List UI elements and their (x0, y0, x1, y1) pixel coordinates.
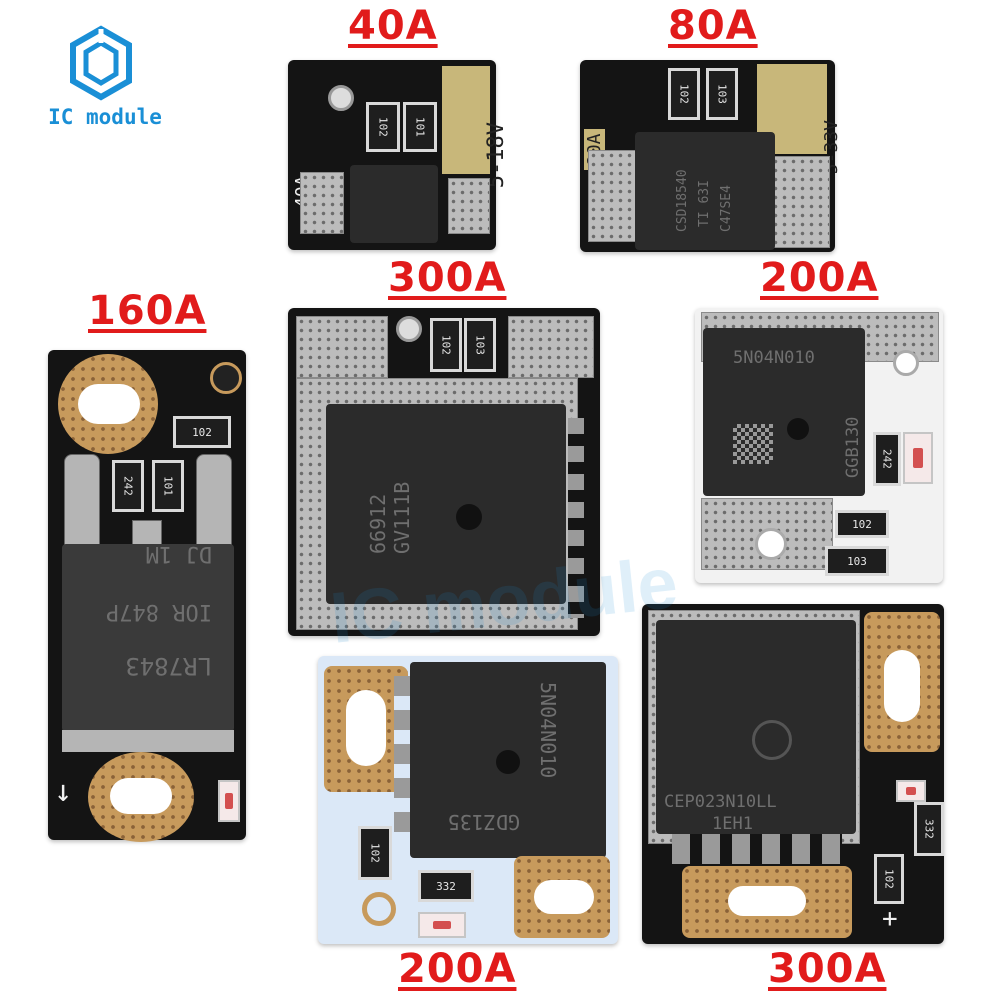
resistor: 242 (873, 432, 901, 486)
resistor: 332 (914, 802, 944, 856)
gold-pad-top-right (864, 612, 940, 752)
lead-left (64, 454, 100, 552)
mosfet-chip: DJ 1M IOR 847P LR7843 (62, 541, 234, 732)
mounting-hole (893, 350, 919, 376)
module-80a: 5-33V 80A 102 103 CSD18540 TI 63I C47SE4 (580, 60, 842, 252)
pin-row (672, 834, 842, 864)
chip-dot (456, 504, 482, 530)
chip-marking: GDZ135 (447, 810, 520, 834)
label-200a-bottom: 200A (398, 946, 517, 992)
chip-logo-icon (752, 720, 792, 760)
resistor: 332 (418, 870, 474, 902)
resistor: 242 (112, 460, 144, 512)
slot-right (534, 880, 594, 914)
pin-column (568, 418, 584, 618)
chip-dot (496, 750, 520, 774)
led (418, 912, 466, 938)
module-200a-bottom: 5N04N010 GDZ135 102 332 (318, 656, 618, 944)
chip-marking: 5N04N010 (733, 348, 815, 368)
module-200a-right: 5N04N010 GGB130 242 102 103 (695, 308, 943, 583)
mosfet-chip: CSD18540 TI 63I C47SE4 (635, 132, 775, 250)
pad-top-left (296, 316, 388, 378)
heatsink-tab (62, 730, 234, 752)
resistor: 103 (706, 68, 738, 120)
module-300a-top: 102 103 66912 GV111B (288, 308, 600, 636)
mosfet-chip (350, 165, 438, 243)
label-300a-bottom: 300A (768, 946, 887, 992)
mounting-hole (755, 528, 787, 560)
led (903, 432, 933, 484)
pad-left (300, 172, 344, 234)
chip-marking: 66912 (366, 493, 390, 554)
mosfet-chip: 66912 GV111B (326, 404, 566, 604)
chip-marking: CSD18540 (675, 169, 690, 232)
mounting-hole (362, 892, 396, 926)
resistor: 101 (403, 102, 437, 152)
resistor: 102 (668, 68, 700, 120)
resistor: 101 (152, 460, 184, 512)
resistor: 102 (173, 416, 231, 448)
module-160a: 102 242 101 DJ 1M IOR 847P LR7843 ↓ (48, 350, 246, 842)
lead-right (196, 454, 232, 552)
resistor: 102 (835, 510, 889, 538)
label-160a: 160A (88, 288, 207, 334)
datamatrix-code (733, 424, 773, 464)
mosfet-chip: 5N04N010 GGB130 (703, 328, 865, 496)
pin-column (394, 676, 410, 846)
module-300a-bottom: CEP023N10LL 1EH1 332 102 + (642, 604, 944, 944)
slot-bottom (110, 778, 172, 814)
mounting-hole (210, 362, 242, 394)
slot-bottom (728, 886, 806, 916)
chip-marking: CEP023N10LL (664, 792, 777, 812)
arrow-down-icon: ↓ (54, 774, 73, 809)
chip-marking: GGB130 (843, 416, 863, 478)
resistor: 102 (366, 102, 400, 152)
mosfet-chip: 5N04N010 GDZ135 (410, 662, 606, 858)
chip-marking: IOR 847P (106, 599, 212, 624)
led (218, 780, 240, 822)
pad-right (448, 178, 490, 234)
mounting-hole (328, 85, 354, 111)
label-40a: 40A (348, 3, 438, 49)
module-40a: 5-18V 40A 102 101 (288, 60, 509, 250)
chip-marking: TI 63I (697, 180, 712, 227)
resistor: 103 (825, 546, 889, 576)
chip-marking: LR7843 (125, 652, 212, 680)
voltage-strip (442, 66, 490, 174)
gold-ring-top (58, 354, 158, 454)
resistor: 102 (874, 854, 904, 904)
resistor: 102 (358, 826, 392, 880)
brand-name: IC module (48, 105, 162, 129)
led (896, 780, 926, 802)
pad-right (770, 156, 830, 248)
chip-marking: DJ 1M (145, 541, 212, 566)
resistor: 103 (464, 318, 496, 372)
chip-dot (787, 418, 809, 440)
hexagon-logo-icon (70, 25, 132, 101)
slot-top-right (884, 650, 920, 722)
pad-top-right (508, 316, 594, 378)
chip-marking: GV111B (390, 481, 414, 554)
chip-marking: 5N04N010 (536, 682, 560, 779)
mounting-hole (396, 316, 422, 342)
label-80a: 80A (668, 3, 758, 49)
slot-top (78, 384, 140, 424)
label-300a-top: 300A (388, 255, 507, 301)
chip-marking: C47SE4 (719, 185, 734, 232)
label-200a-right: 200A (760, 255, 879, 301)
resistor: 102 (430, 318, 462, 372)
mosfet-chip: CEP023N10LL 1EH1 (656, 620, 856, 834)
chip-marking: 1EH1 (712, 814, 753, 834)
plus-icon: + (882, 904, 898, 934)
brand-logo: IC module (30, 25, 180, 135)
slot-left (346, 690, 386, 766)
